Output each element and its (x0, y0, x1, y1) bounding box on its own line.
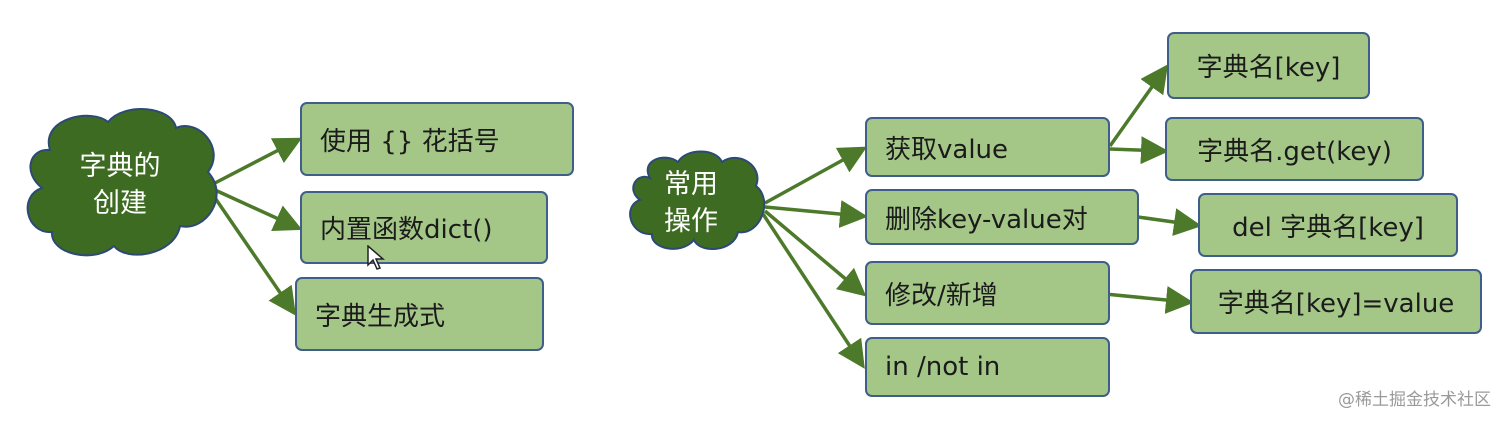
creation-hub-line1: 字典的 (79, 151, 161, 182)
arrow-creation-dict (214, 188, 303, 232)
arrow-delete-del (1137, 208, 1202, 236)
detail-get-box: 字典名.get(key) (1165, 117, 1424, 181)
arrow-ops-modify (763, 209, 867, 297)
arrow-creation-comprehension (211, 194, 296, 316)
op-delete-label: 删除key-value对 (885, 204, 1088, 235)
creation-braces-label: 使用 {} 花括号 (320, 126, 500, 157)
creation-dict-box: 内置函数dict() (300, 191, 548, 264)
watermark: @稀土掘金技术社区 (1338, 390, 1491, 410)
creation-hub-line2: 创建 (93, 188, 147, 219)
detail-assign-box: 字典名[key]=value (1190, 269, 1482, 334)
detail-assign-label: 字典名[key]=value (1217, 289, 1455, 319)
mouse-pointer-icon (367, 245, 385, 270)
detail-get-label: 字典名.get(key) (1197, 136, 1392, 167)
creation-hub-label: 字典的 创建 (60, 148, 180, 222)
detail-del-label: del 字典名[key] (1232, 212, 1424, 243)
arrow-creation-braces (214, 137, 303, 185)
arrow-ops-delete (764, 200, 868, 228)
arrow-ops-in (761, 213, 865, 369)
arrow-get-getmethod (1109, 136, 1169, 165)
operations-hub-line2: 操作 (664, 206, 718, 237)
creation-braces-box: 使用 {} 花括号 (300, 102, 574, 176)
arrow-ops-get (764, 146, 868, 205)
creation-dict-label: 内置函数dict() (320, 215, 493, 245)
op-delete-box: 删除key-value对 (865, 189, 1139, 245)
op-get-label: 获取value (885, 134, 1009, 165)
operations-hub-line1: 常用 (664, 169, 718, 200)
op-membership-label: in /not in (885, 352, 1001, 382)
op-get-box: 获取value (865, 117, 1110, 177)
op-modify-label: 修改/新增 (885, 280, 998, 311)
op-modify-box: 修改/新增 (865, 261, 1110, 325)
detail-key-label: 字典名[key] (1196, 53, 1341, 83)
arrow-modify-assign (1104, 286, 1194, 314)
detail-key-box: 字典名[key] (1167, 32, 1370, 99)
detail-del-box: del 字典名[key] (1198, 193, 1458, 257)
creation-comprehension-label: 字典生成式 (315, 301, 446, 332)
operations-hub-label: 常用 操作 (643, 166, 739, 240)
op-membership-box: in /not in (865, 337, 1110, 397)
arrow-get-key (1108, 64, 1169, 148)
creation-comprehension-box: 字典生成式 (295, 277, 544, 351)
